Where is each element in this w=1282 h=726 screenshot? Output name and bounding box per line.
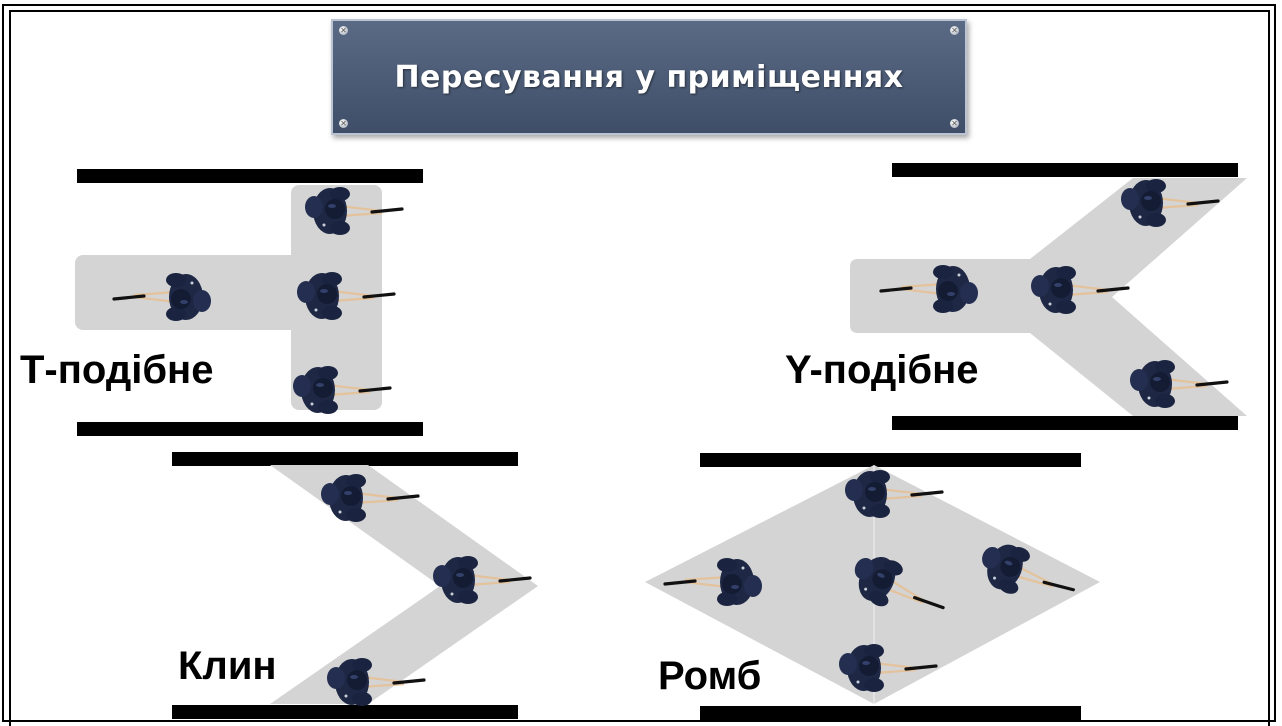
- wall: [892, 416, 1238, 430]
- wall: [77, 169, 423, 183]
- label-rhombus-formation: Ромб: [658, 654, 762, 698]
- title-plate: ✕ ✕ ✕ ✕ Пересування у приміщеннях: [331, 19, 967, 135]
- formation-rhombus: [645, 453, 1100, 720]
- label-y-formation: Y-подібне: [785, 348, 979, 392]
- formation-wedge: [172, 452, 538, 719]
- rivet-icon: ✕: [339, 26, 348, 35]
- wall: [77, 422, 423, 436]
- wall: [892, 163, 1238, 177]
- label-t-formation: Т-подібне: [20, 348, 214, 392]
- wall: [172, 452, 518, 466]
- wall: [172, 705, 518, 719]
- rivet-icon: ✕: [950, 119, 959, 128]
- formation-t: [75, 169, 423, 436]
- label-wedge-formation: Клин: [178, 644, 277, 688]
- rivet-icon: ✕: [339, 119, 348, 128]
- wall: [700, 706, 1081, 720]
- rivet-icon: ✕: [950, 26, 959, 35]
- formation-y: [850, 163, 1247, 430]
- wall: [700, 453, 1081, 467]
- page-title: Пересування у приміщеннях: [394, 59, 904, 95]
- movement-zone: [270, 465, 538, 704]
